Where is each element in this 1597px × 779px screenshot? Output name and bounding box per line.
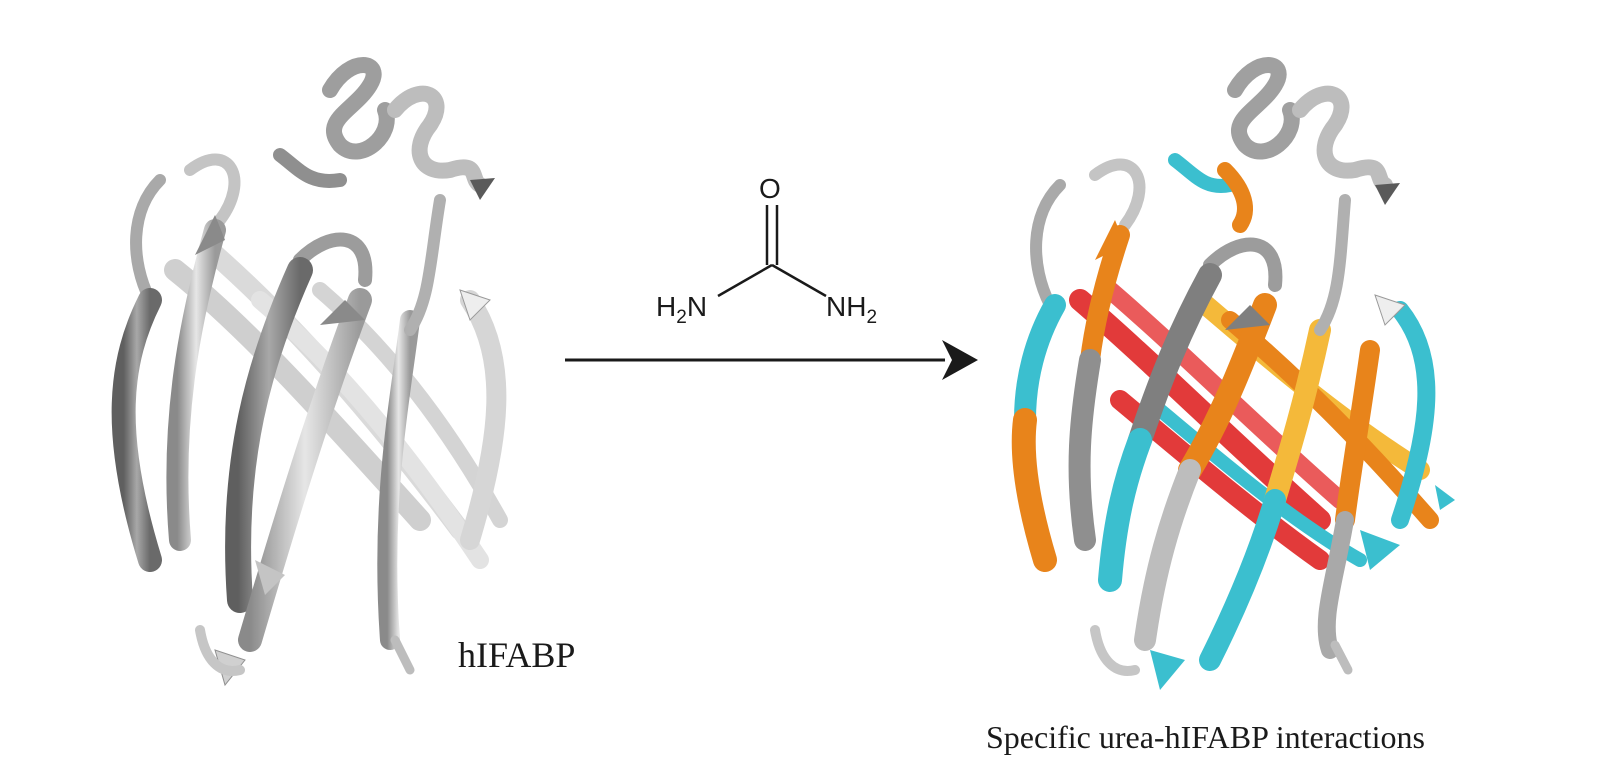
urea-left-amine-n: N: [687, 291, 707, 322]
urea-left-amine-label: H2N: [656, 291, 707, 328]
urea-left-amine-h: H: [656, 291, 676, 322]
right-front-strands: [1011, 194, 1436, 671]
left-loops: [130, 153, 373, 306]
left-helices: [273, 57, 488, 193]
urea-oxygen-label: O: [759, 173, 781, 204]
urea-left-amine-subscript: 2: [676, 307, 687, 328]
urea-double-bond: [765, 205, 779, 265]
left-protein-label: hIFABP: [458, 635, 575, 675]
right-strand-arrowheads: [1095, 183, 1455, 690]
right-helices: [1168, 57, 1393, 233]
urea-right-amine-label: NH2: [826, 291, 877, 328]
reaction-arrow: [565, 340, 978, 380]
left-back-strands: [164, 240, 508, 569]
right-protein-label: Specific urea-hIFABP interactions: [986, 719, 1425, 755]
right-tails: [1090, 625, 1353, 676]
urea-single-bonds: [717, 263, 827, 298]
left-strand-arrowheads: [195, 178, 495, 687]
right-protein-ribbon: [1011, 57, 1455, 690]
left-protein-ribbon: [111, 57, 508, 687]
urea-right-amine-nh: NH: [826, 291, 866, 322]
left-tails: [195, 625, 415, 676]
urea-right-amine-subscript: 2: [866, 307, 877, 328]
urea-structure: O H2N NH2: [656, 173, 877, 328]
right-loops: [1030, 158, 1283, 311]
left-front-strands: [111, 194, 507, 652]
